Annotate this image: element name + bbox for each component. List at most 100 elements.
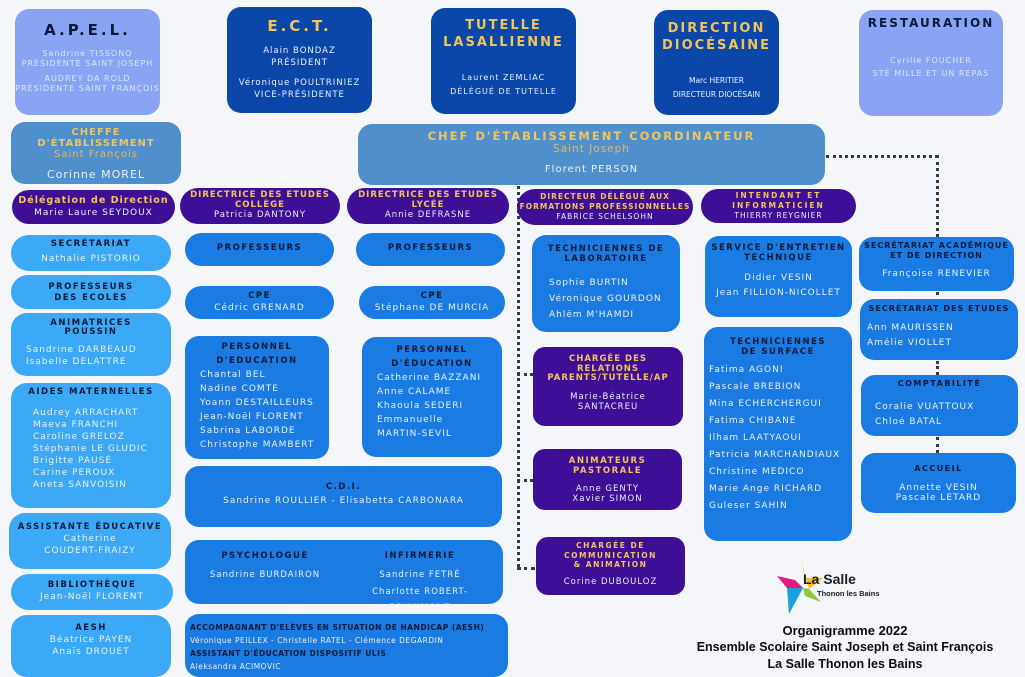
- person-name: Ahlëm M'HAMDI: [549, 310, 635, 320]
- person-name: Amélie VIOLLET: [867, 338, 952, 348]
- box-title: LABORATOIRE: [564, 254, 648, 264]
- connector-line: [517, 155, 520, 567]
- box-title: PARENTS/TUTELLE/AP: [547, 373, 669, 383]
- box-title: SERVICE D'ENTRETIEN: [711, 243, 846, 253]
- person-name: Mina ECHERCHERGUI: [709, 399, 822, 409]
- psy-infirmerie-box: PSYCHOLOGUE Sandrine BURDAIRON INFIRMERI…: [185, 540, 503, 604]
- box-title: CPE: [248, 291, 271, 301]
- connector-line: [826, 155, 938, 158]
- person-name: Xavier SIMON: [572, 494, 643, 504]
- accueil-box: ACCUEIL Annette VESIN Pascale LETARD: [861, 453, 1016, 513]
- chef-coordinateur-box: CHEF D'ÉTABLISSEMENT COORDINATEUR Saint …: [358, 124, 825, 185]
- person-name: Charlotte ROBERT-BRIAUMONT: [372, 587, 468, 604]
- secretariat-etudes-box: SECRÉTARIAT DES ETUDES Ann MAURISSEN Amé…: [860, 299, 1018, 360]
- director-name: Marie Laure SEYDOUX: [34, 208, 153, 218]
- box-title: & ANIMATION: [573, 560, 648, 569]
- apel-line: Sandrine TISSONO: [42, 49, 133, 58]
- box-title: SECRÉTARIAT: [50, 239, 132, 249]
- person-name: Béatrice PAYEN: [49, 635, 133, 645]
- connector-line: [936, 292, 939, 302]
- box-title: RELATIONS: [576, 363, 640, 374]
- diocese-box: DIRECTION DIOCÉSAINE Marc HERITIER DIREC…: [654, 10, 779, 115]
- box-title: AESH: [75, 623, 107, 633]
- diocese-title: DIOCÉSAINE: [661, 38, 772, 53]
- connector-line: [517, 373, 533, 376]
- box-title: PERSONNEL: [396, 345, 468, 355]
- box-title: CHARGÉE DES: [568, 354, 647, 364]
- box-title: ET DE DIRECTION: [890, 250, 983, 260]
- connector-line: [517, 567, 535, 570]
- connector-line: [517, 479, 533, 482]
- person-name: Corine DUBOULOZ: [563, 576, 658, 587]
- bibliotheque-box: BIBLIOTHÈQUE Jean-Noël FLORENT: [11, 574, 173, 610]
- director-name: Patricia DANTONY: [213, 210, 307, 220]
- person-name: Jean FILLION-NICOLLET: [716, 288, 841, 298]
- accompagnant-box: ACCOMPAGNANT D'ELÈVES EN SITUATION DE HA…: [185, 614, 508, 677]
- person-name: Audrey ARRACHART: [33, 408, 139, 418]
- box-name: Nathalie PISTORIO: [41, 254, 141, 264]
- box-title: AIDES MATERNELLES: [28, 387, 154, 397]
- comptabilite-box: COMPTABILITÉ Coralie VUATTOUX Chloé BATA…: [861, 375, 1018, 436]
- person-name: Fatima AGONI: [709, 365, 784, 375]
- box-title: PASTORALE: [572, 466, 643, 476]
- director-name: THIERRY REYGNIER: [734, 211, 823, 220]
- service-entretien-box: SERVICE D'ENTRETIEN TECHNIQUE Didier VES…: [705, 236, 852, 317]
- techniciennes-laboratoire-box: TECHNICIENNES DE LABORATOIRE Sophie BURT…: [532, 235, 680, 332]
- connector-line: [936, 361, 939, 375]
- psy-title: PSYCHOLOGUE: [221, 551, 309, 561]
- person-name: Chantal BEL: [200, 370, 266, 380]
- relations-parents-box: CHARGÉE DES RELATIONS PARENTS/TUTELLE/AP…: [533, 347, 683, 426]
- secretariat-academique-box: SECRÉTARIAT ACADÉMIQUE ET DE DIRECTION F…: [859, 237, 1014, 291]
- animateurs-pastorale-box: ANIMATEURS PASTORALE Anne GENTY Xavier S…: [533, 449, 682, 510]
- cdi-box: C.D.I. Sandrine ROULLIER - Elisabetta CA…: [185, 466, 502, 527]
- star-logo-icon: [777, 560, 823, 614]
- director-title: LYCÉE: [411, 200, 445, 210]
- ect-line: Véronique POULTRINIEZ: [238, 78, 361, 88]
- person-name: Aneta SANVOISIN: [33, 480, 127, 490]
- director-title: Délégation de Direction: [18, 195, 169, 206]
- apel-line: PRÉSIDENTE SAINT FRANÇOIS: [15, 84, 160, 93]
- director-name: FABRICE SCHELSOHN: [556, 212, 654, 221]
- person-name: Pascale LETARD: [895, 493, 982, 503]
- restauration-line: STÉ MILLE ET UN REPAS: [872, 69, 990, 78]
- professeurs-lycee-box: PROFESSEURS: [356, 233, 505, 266]
- cheffe-site: Saint François: [54, 149, 138, 160]
- director-title: INFORMATICIEN: [732, 201, 825, 210]
- aides-maternelles-box: AIDES MATERNELLES Audrey ARRACHART Maeva…: [11, 383, 171, 508]
- person-name: Chloé BATAL: [875, 417, 942, 427]
- person-name: Françoise RENEVIER: [882, 269, 991, 279]
- box-title: D'ÉDUCATION: [391, 359, 473, 369]
- person-name: Catherine BAZZANI: [377, 373, 482, 383]
- secretariat-box: SECRÉTARIAT Nathalie PISTORIO: [11, 235, 171, 271]
- person-name: Christophe MAMBERT: [200, 440, 315, 450]
- delegation-direction-box: Délégation de Direction Marie Laure SEYD…: [12, 190, 175, 224]
- accomp-title: ACCOMPAGNANT D'ELÈVES EN SITUATION DE HA…: [190, 623, 485, 632]
- box-title: ANIMATRICES: [50, 318, 132, 328]
- box-title: C.D.I.: [325, 482, 362, 492]
- person-name: Patricia MARCHANDIAUX: [709, 450, 841, 460]
- apel-title: A.P.E.L.: [44, 21, 131, 39]
- ect-line: VICE-PRÉSIDENTE: [254, 90, 345, 100]
- person-name: Marie Ange RICHARD: [709, 484, 823, 494]
- ect-line: PRÉSIDENT: [271, 58, 328, 68]
- chef-title: CHEF D'ÉTABLISSEMENT COORDINATEUR: [427, 129, 756, 143]
- person-name: Caroline GRELOZ: [33, 432, 125, 442]
- person-name: SANTACREU: [577, 401, 639, 412]
- connector-line: [936, 437, 939, 453]
- ect-line: Alain BONDAZ: [263, 46, 336, 56]
- person-name: Nadine COMTE: [200, 384, 279, 394]
- person-name: Aleksandra ACIMOVIC: [190, 662, 282, 671]
- intendant-box: INTENDANT ET INFORMATICIEN THIERRY REYGN…: [701, 189, 856, 223]
- box-title: ASSISTANTE ÉDUCATIVE: [17, 522, 163, 532]
- person-name: Jean-Noël FLORENT: [40, 592, 144, 602]
- box-title: PROFESSEURS: [216, 243, 303, 253]
- chef-site: Saint Joseph: [553, 143, 630, 155]
- tutelle-title: LASALLIENNE: [443, 35, 564, 50]
- box-title: TECHNICIENNES DE: [547, 244, 665, 254]
- person-name: Pascale BREBION: [709, 382, 802, 392]
- person-name: Catherine: [63, 534, 117, 544]
- person-name: Guleser SAHIN: [709, 501, 788, 511]
- person-name: Didier VESIN: [744, 273, 813, 283]
- person-name: Véronique GOURDON: [549, 294, 662, 304]
- directeur-formations-box: DIRECTEUR DÉLÉGUÉ AUX FORMATIONS PROFESS…: [517, 189, 693, 225]
